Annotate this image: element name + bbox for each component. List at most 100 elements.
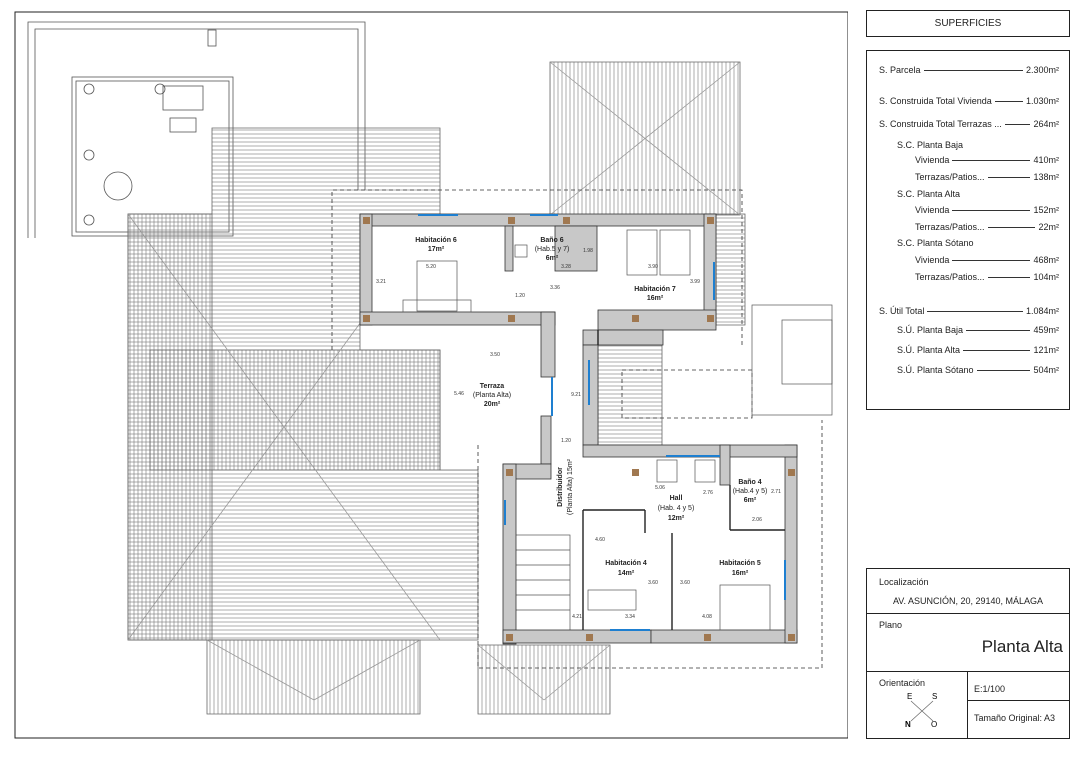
svg-text:E: E — [907, 692, 912, 701]
dimension-label: 4.60 — [595, 537, 605, 543]
dimension-label: 2.06 — [752, 517, 762, 523]
room-name: Distribuidor — [557, 467, 564, 507]
superficie-label: S.C. Planta Sótano — [897, 238, 974, 248]
room-name: Terraza — [480, 383, 504, 390]
superficie-value: 468m² — [1033, 255, 1059, 265]
roof-hatch — [127, 61, 746, 715]
svg-text:N: N — [905, 720, 911, 729]
dimension-label: 3.34 — [625, 614, 635, 620]
superficie-value: 152m² — [1033, 205, 1059, 215]
room-name: Baño 4 — [738, 479, 761, 486]
location-label: Localización — [879, 577, 929, 587]
walls — [359, 213, 798, 645]
superficie-row: Vivienda 468m² — [915, 254, 1059, 266]
dimension-label: 3.90 — [648, 264, 658, 270]
superficie-value: 104m² — [1033, 272, 1059, 282]
dimension-label: 5.20 — [426, 264, 436, 270]
scale: E:1/100 — [974, 684, 1006, 694]
furniture — [402, 229, 771, 631]
room-area: 12m² — [668, 515, 685, 522]
dimension-label: 9.21 — [571, 392, 581, 398]
original-size: Tamaño Original: A3 — [974, 713, 1056, 723]
superficie-value: 264m² — [1033, 119, 1059, 129]
room-name: Habitación 6 — [415, 237, 457, 244]
room-area: 20m² — [484, 401, 501, 408]
superficie-row: S.C. Planta Sótano — [897, 237, 1059, 249]
room-name: Baño 6 — [540, 237, 563, 244]
superficie-row: S.Ú. Planta Sótano 504m² — [897, 364, 1059, 376]
room-area: 16m² — [732, 570, 749, 577]
superficie-row: Terrazas/Patios... 22m² — [915, 221, 1059, 233]
dimension-label: 2.71 — [771, 489, 781, 495]
superficie-label: S. Construida Total Terrazas ... — [879, 119, 1002, 129]
superficies-title: SUPERFICIES — [866, 10, 1070, 37]
dimension-label: 4.08 — [702, 614, 712, 620]
plan-label: Plano — [879, 620, 903, 630]
superficie-value: 22m² — [1038, 222, 1059, 232]
room-sub: (Planta Alta) 15m² — [567, 458, 574, 515]
superficie-row: S.C. Planta Alta — [897, 188, 1059, 200]
superficie-label: S.C. Planta Baja — [897, 140, 964, 150]
superficie-label: S.Ú. Planta Baja — [897, 325, 964, 335]
room-area: 14m² — [618, 570, 635, 577]
superficie-row: S. Parcela 2.300m² — [879, 64, 1059, 76]
partitions — [582, 330, 785, 630]
superficie-label: Terrazas/Patios... — [915, 272, 985, 282]
superficie-label: S.C. Planta Alta — [897, 189, 961, 199]
superficie-label: S.Ú. Planta Sótano — [897, 365, 974, 375]
dimension-label: 3.60 — [680, 580, 690, 586]
superficie-row: Vivienda 410m² — [915, 154, 1059, 166]
superficies-table: S. Parcela 2.300m² S. Construida Total Viv… — [866, 50, 1070, 410]
superficie-label: S. Construida Total Vivienda — [879, 96, 992, 106]
dimension-label: 4.21 — [572, 614, 582, 620]
room-sub: (Hab. 4 y 5) — [658, 505, 695, 512]
superficie-label: S. Útil Total — [879, 306, 925, 316]
room-area: 6m² — [744, 497, 757, 504]
external-stair — [751, 304, 833, 416]
superficie-label: S.Ú. Planta Alta — [897, 345, 961, 355]
drawing-frame — [14, 11, 848, 739]
superficie-label: Terrazas/Patios... — [915, 222, 985, 232]
columns — [363, 217, 795, 641]
dimension-label: 2.76 — [703, 490, 713, 496]
location-value: AV. ASUNCIÓN, 20, 29140, MÁLAGA — [892, 596, 1044, 606]
dimension-label: 3.36 — [550, 285, 560, 291]
room-sub: (Planta Alta) — [473, 392, 511, 399]
superficie-row: Terrazas/Patios... 138m² — [915, 171, 1059, 183]
dimension-label: 3.21 — [376, 279, 386, 285]
superficie-value: 410m² — [1033, 155, 1059, 165]
windows — [418, 214, 786, 631]
room-sub: (Hab.4 y 5) — [733, 488, 768, 495]
dimension-label: 3.50 — [490, 352, 500, 358]
dimension-label: 5.46 — [454, 391, 464, 397]
room-area: 17m² — [428, 246, 445, 253]
superficie-row: S.C. Planta Baja — [897, 139, 1059, 151]
superficie-label: Terrazas/Patios... — [915, 172, 985, 182]
svg-text:S: S — [932, 692, 937, 701]
dimension-label: 3.99 — [690, 279, 700, 285]
orientation-label: Orientación — [879, 678, 926, 688]
room-name: Habitación 4 — [605, 560, 647, 567]
superficie-label: Vivienda — [915, 155, 950, 165]
room-name: Habitación 5 — [719, 560, 761, 567]
superficie-label: Vivienda — [915, 205, 950, 215]
superficie-value: 1.030m² — [1025, 96, 1059, 106]
dimension-label: 1.20 — [515, 293, 525, 299]
svg-text:O: O — [931, 720, 937, 729]
superficie-row: S. Construida Total Vivienda 1.030m² — [879, 95, 1059, 107]
dimension-label: 1.20 — [561, 438, 571, 444]
superficie-value: 2.300m² — [1025, 65, 1059, 75]
superficie-value: 138m² — [1033, 172, 1059, 182]
superficie-row: Terrazas/Patios... 104m² — [915, 271, 1059, 283]
plan-value: Planta Alta — [981, 637, 1063, 656]
superficie-value: 504m² — [1033, 365, 1059, 375]
superficie-label: S. Parcela — [879, 65, 921, 75]
dimension-label: 3.60 — [648, 580, 658, 586]
room-name: Hall — [670, 495, 683, 502]
superficie-label: Vivienda — [915, 255, 950, 265]
dimension-label: 3.28 — [561, 264, 571, 270]
superficie-value: 459m² — [1033, 325, 1059, 335]
room-sub: (Hab.5 y 7) — [535, 246, 570, 253]
dimension-label: 5.06 — [655, 485, 665, 491]
